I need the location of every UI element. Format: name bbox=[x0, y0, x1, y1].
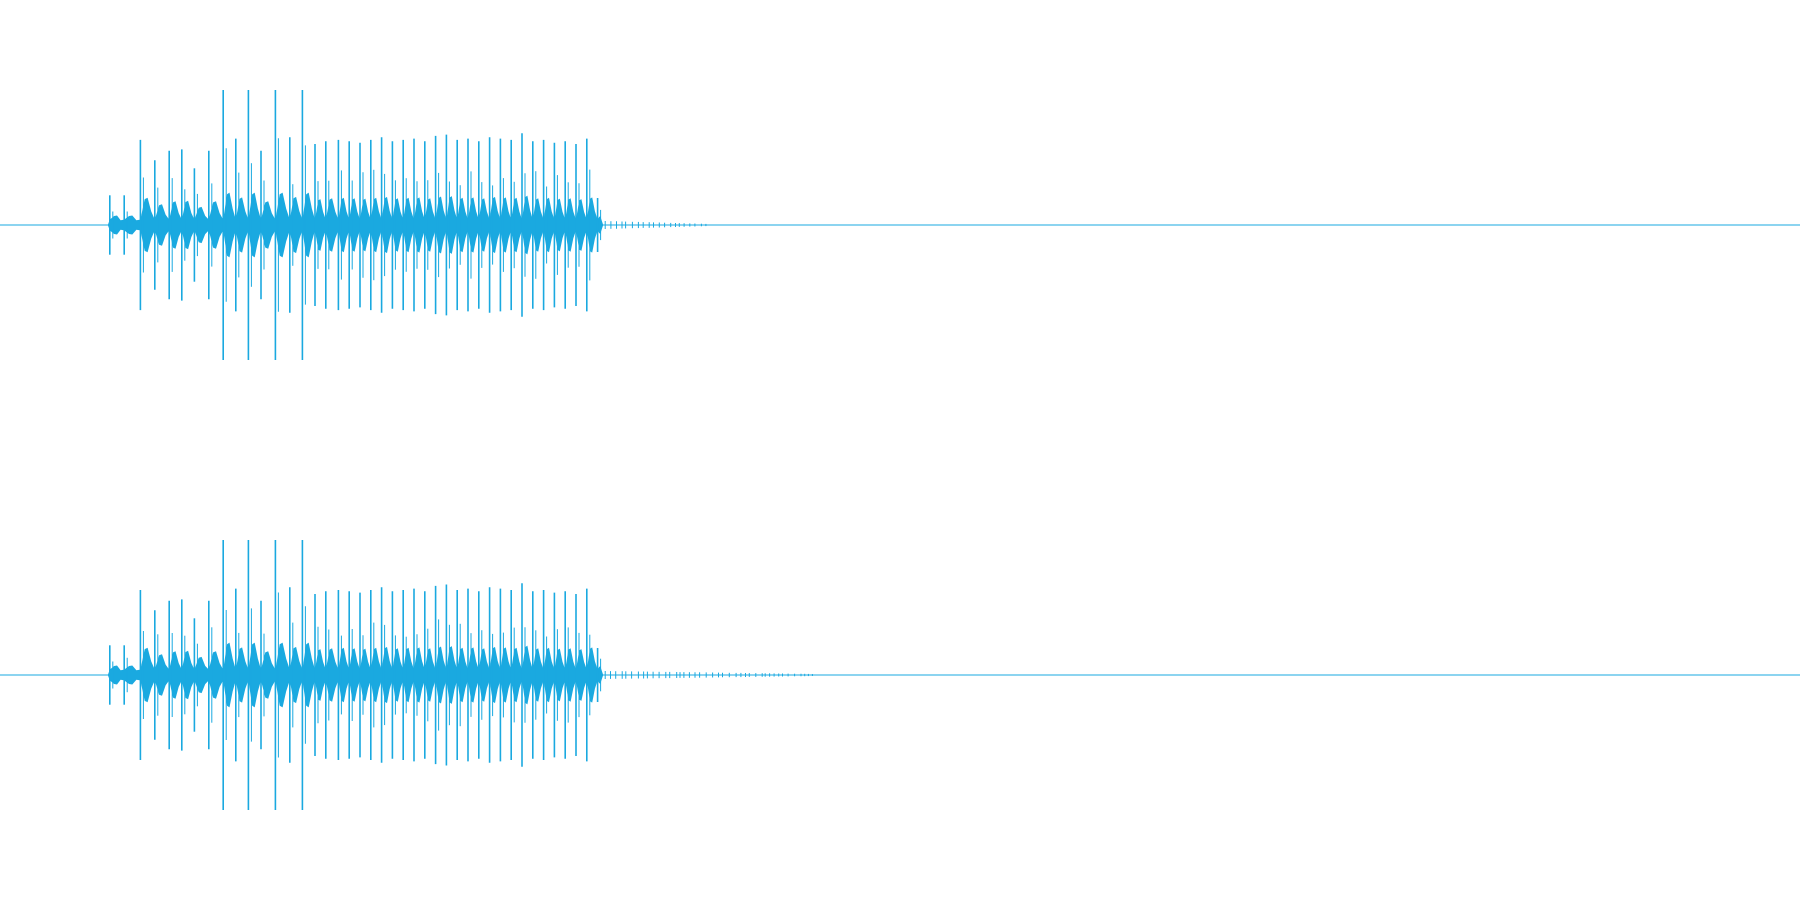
waveform-envelope bbox=[107, 642, 604, 708]
waveform-channel-2 bbox=[0, 540, 1800, 810]
waveform-envelope bbox=[107, 192, 604, 258]
waveform-channel-1 bbox=[0, 90, 1800, 360]
